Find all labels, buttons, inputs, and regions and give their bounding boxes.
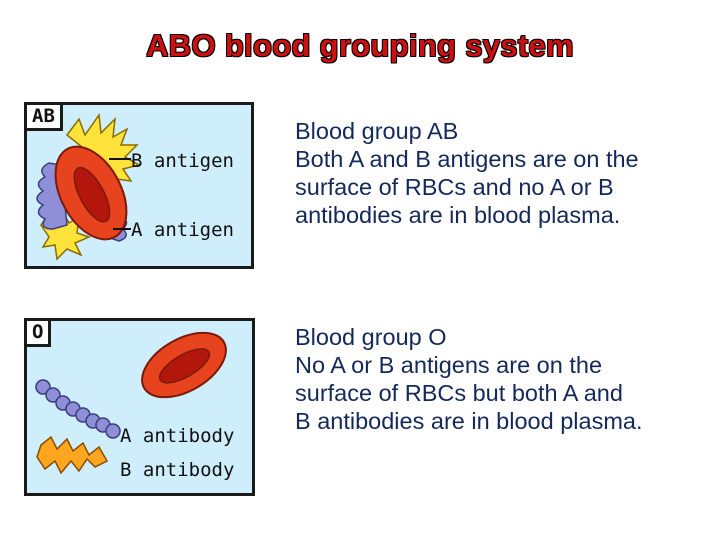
blood-group-o-badge: O (27, 321, 51, 347)
a-antibody-label: A antibody (120, 425, 234, 447)
page-title: ABO blood grouping system (0, 28, 720, 64)
blood-group-ab-heading: Blood group AB (295, 117, 715, 145)
blood-group-o-diagram: O A antibody B antibody (24, 318, 255, 496)
blood-group-ab-diagram: AB B antigen A antigen (24, 102, 254, 269)
description-line: No A or B antigens are on the (295, 351, 715, 379)
blood-group-ab-badge: AB (27, 105, 63, 131)
blood-group-o-description: Blood group O No A or B antigens are on … (295, 323, 715, 435)
blood-group-o-heading: Blood group O (295, 323, 715, 351)
description-line: surface of RBCs and no A or B (295, 173, 715, 201)
description-line: surface of RBCs but both A and (295, 379, 715, 407)
red-blood-cell-icon (131, 321, 237, 411)
description-line: Both A and B antigens are on the (295, 145, 715, 173)
blood-group-ab-description: Blood group AB Both A and B antigens are… (295, 117, 715, 229)
b-antigen-label: B antigen (131, 150, 234, 172)
description-line: antibodies are in blood plasma. (295, 201, 715, 229)
b-antibody-icon (37, 437, 107, 473)
a-antigen-label: A antigen (131, 219, 234, 241)
description-line: B antibodies are in blood plasma. (295, 407, 715, 435)
a-antibody-icon (36, 380, 120, 438)
b-antibody-label: B antibody (120, 459, 234, 481)
